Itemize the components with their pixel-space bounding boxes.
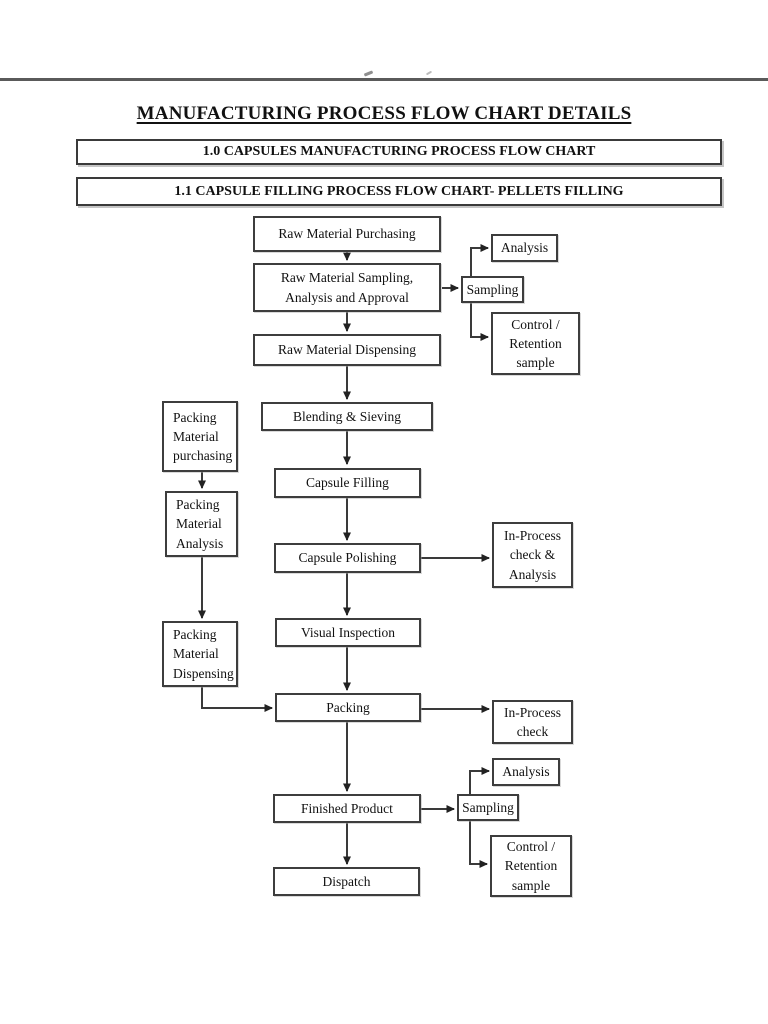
flow-node-packing: Packing [275, 693, 421, 722]
section-header-1-1: 1.1 CAPSULE FILLING PROCESS FLOW CHART- … [76, 177, 722, 206]
flow-node-in-process-check-analysis: In-Process check & Analysis [492, 522, 573, 588]
flow-node-control-retention-bottom: Control / Retention sample [490, 835, 572, 897]
flow-node-analysis-top: Analysis [491, 234, 558, 262]
flow-node-capsule-polishing: Capsule Polishing [274, 543, 421, 573]
flow-node-packing-material-dispensing: Packing Material Dispensing [162, 621, 238, 687]
flow-node-finished-product: Finished Product [273, 794, 421, 823]
flow-node-raw-material-purchasing: Raw Material Purchasing [253, 216, 441, 252]
flow-node-raw-material-dispensing: Raw Material Dispensing [253, 334, 441, 366]
header-rule [0, 78, 768, 81]
page-title: MANUFACTURING PROCESS FLOW CHART DETAILS [136, 103, 632, 124]
flow-node-visual-inspection: Visual Inspection [275, 618, 421, 647]
section-header-1-0: 1.0 CAPSULES MANUFACTURING PROCESS FLOW … [76, 139, 722, 165]
flow-node-blending-sieving: Blending & Sieving [261, 402, 433, 431]
flow-node-packing-material-purchasing: Packing Material purchasing [162, 401, 238, 472]
flow-node-in-process-check: In-Process check [492, 700, 573, 744]
flow-node-packing-material-analysis: Packing Material Analysis [165, 491, 238, 557]
flow-node-raw-material-sampling: Raw Material Sampling, Analysis and Appr… [253, 263, 441, 312]
flow-node-dispatch: Dispatch [273, 867, 420, 896]
flow-node-sampling-top: Sampling [461, 276, 524, 303]
flow-node-analysis-bottom: Analysis [492, 758, 560, 786]
flow-node-sampling-bottom: Sampling [457, 794, 519, 821]
flow-node-control-retention-top: Control / Retention sample [491, 312, 580, 375]
flow-node-capsule-filling: Capsule Filling [274, 468, 421, 498]
